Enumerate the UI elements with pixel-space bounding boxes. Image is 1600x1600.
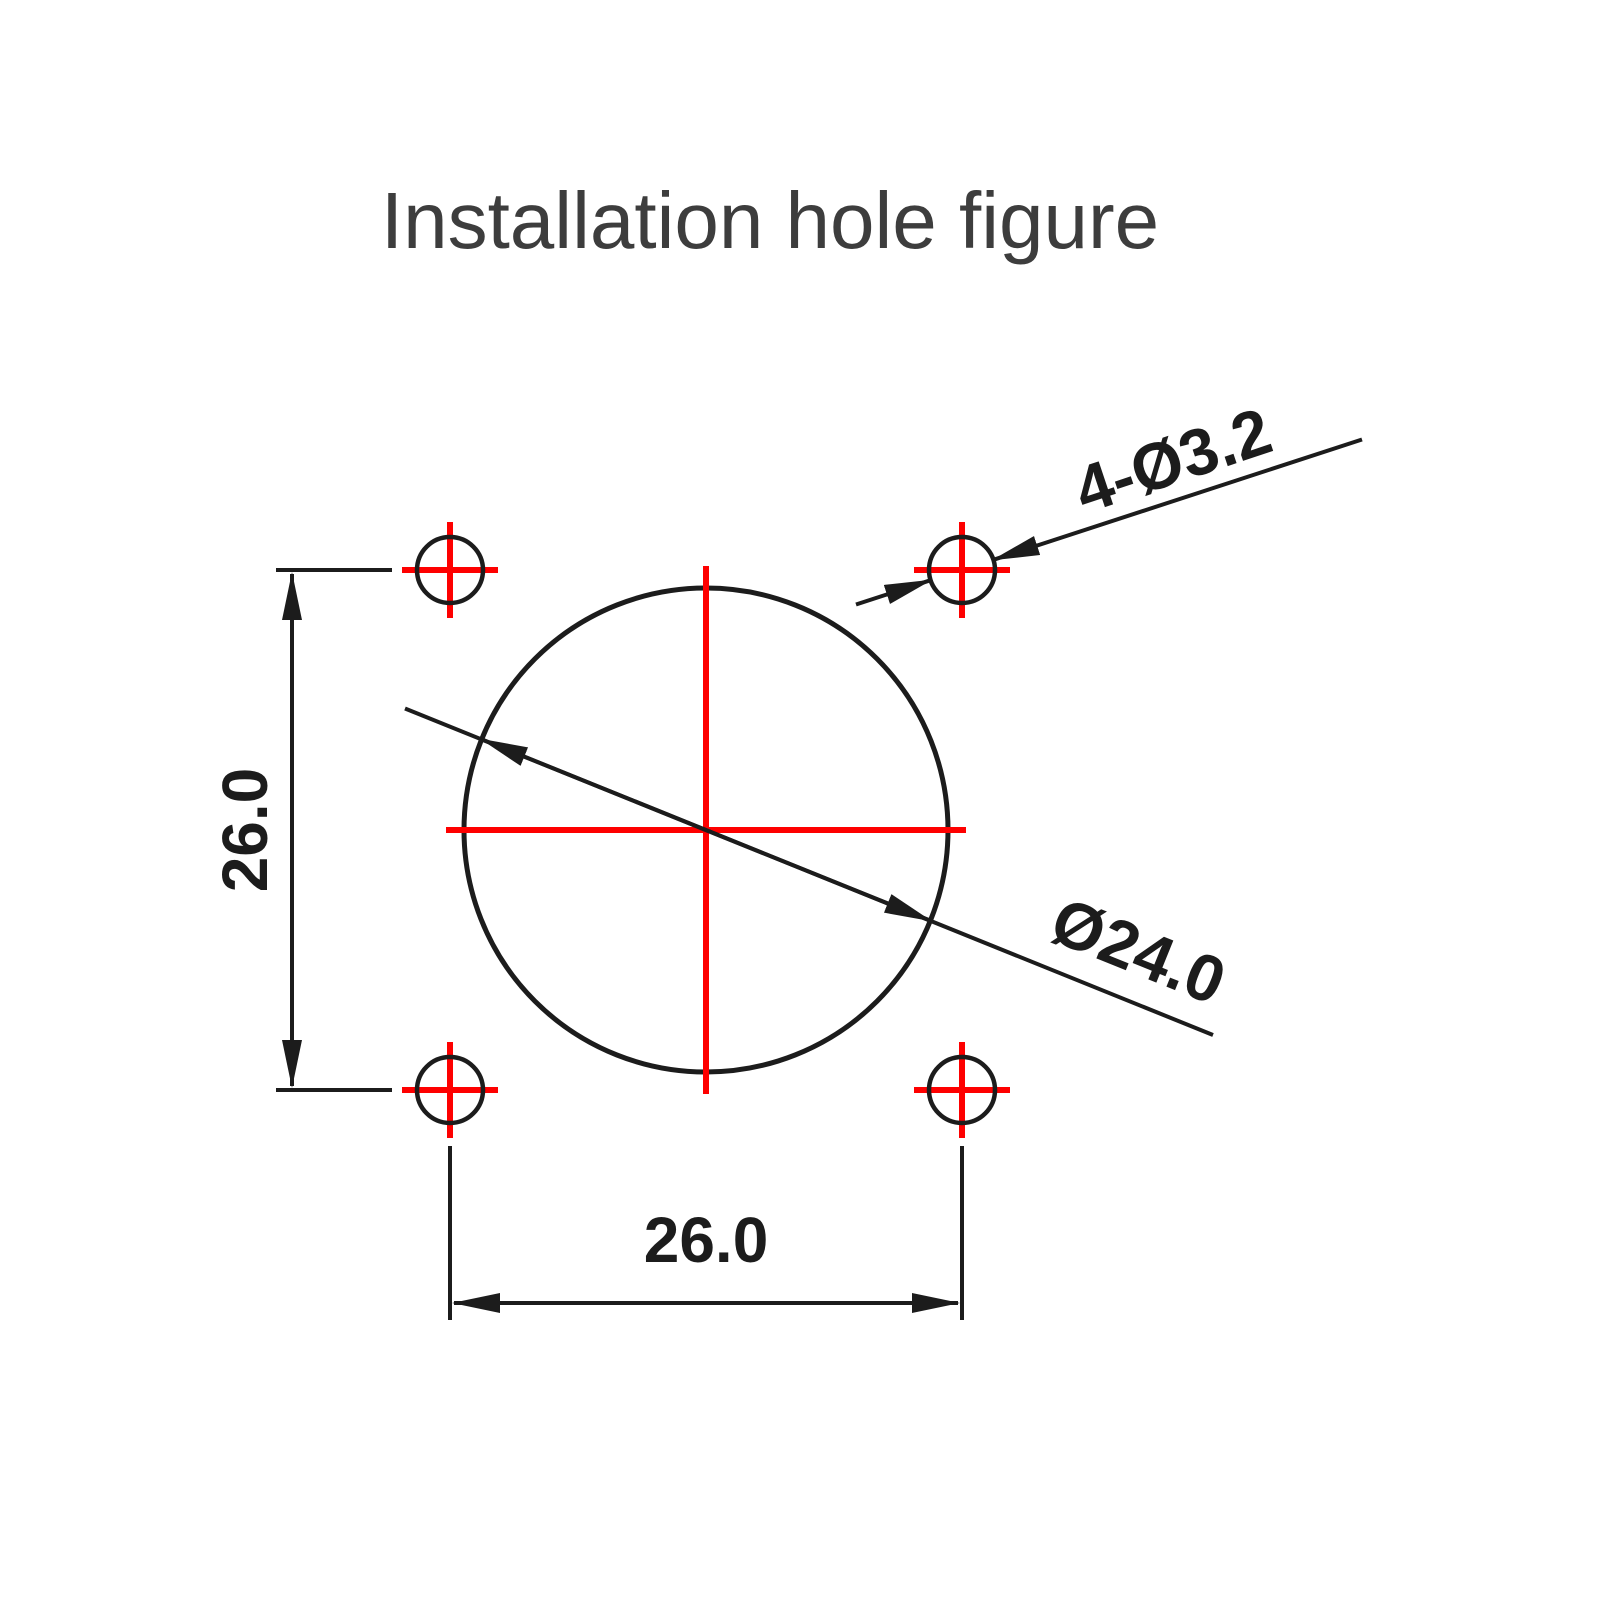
vertical-spacing-dimension: 26.0: [209, 568, 392, 1092]
hole-callout-label: 4-Ø3.2: [1065, 393, 1280, 527]
mounting-hole-top-right: [914, 522, 1010, 618]
mounting-hole-bottom-left: [402, 1042, 498, 1138]
leader-tail-line: [855, 578, 933, 607]
circle-diameter-dimension: Ø24.0: [404, 706, 1236, 1037]
diameter-arrow-line: [479, 737, 707, 832]
circle-diameter-label: Ø24.0: [1041, 883, 1235, 1019]
leader-line: [991, 437, 1363, 562]
diameter-arrow-line: [705, 828, 933, 923]
mounting-hole-circle: [414, 1054, 486, 1126]
mounting-hole-circle: [414, 534, 486, 606]
mounting-hole-circle: [926, 534, 998, 606]
vertical-spacing-label: 26.0: [209, 768, 281, 893]
diagram-title: Installation hole figure: [381, 176, 1159, 265]
mounting-hole-circle: [926, 1054, 998, 1126]
mounting-hole-bottom-right: [914, 1042, 1010, 1138]
mounting-hole-top-left: [402, 522, 498, 618]
horizontal-spacing-label: 26.0: [644, 1204, 769, 1276]
horizontal-spacing-dimension: 26.0: [448, 1146, 964, 1320]
